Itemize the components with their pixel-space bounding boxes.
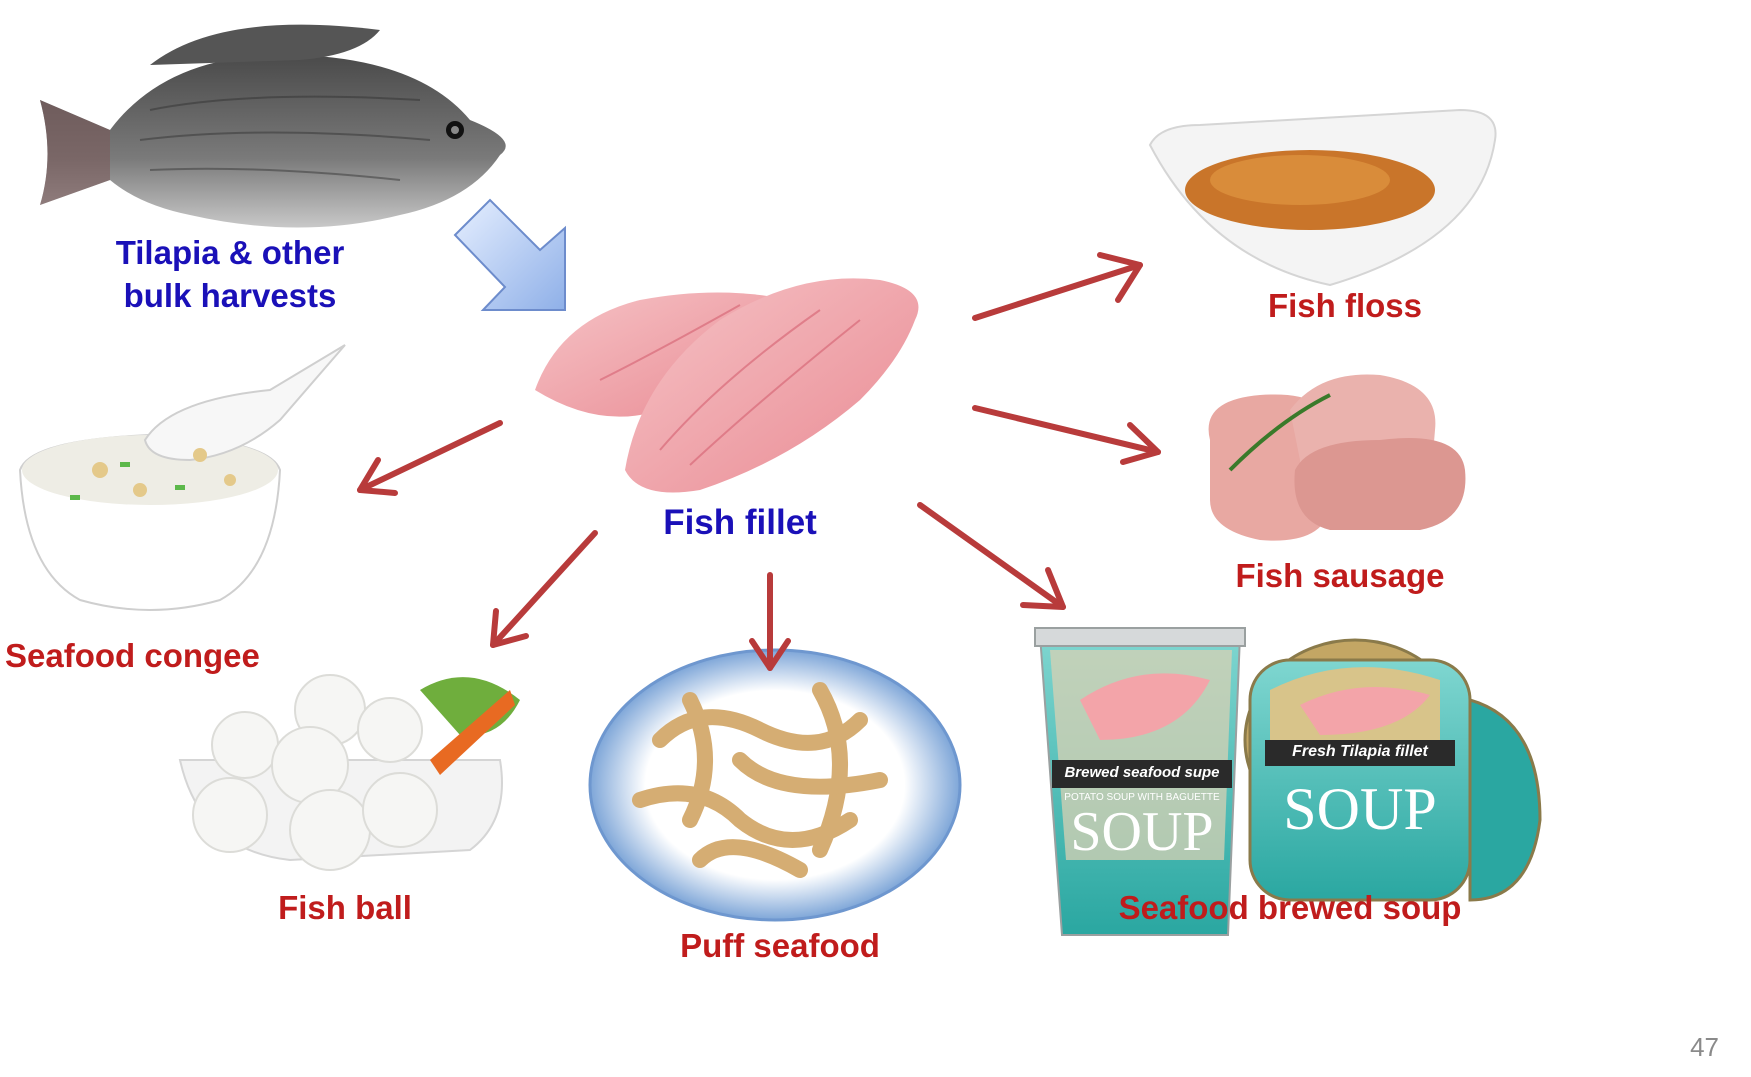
soup-cup-2-band: Fresh Tilapia fillet	[1267, 743, 1453, 761]
seafood-congee-image	[20, 345, 345, 610]
arrow-to-puff	[752, 575, 788, 668]
source-label-line2: bulk harvests	[80, 275, 380, 318]
arrow-to-floss	[975, 255, 1140, 318]
fish-fillet-image	[535, 278, 918, 492]
source-label: Tilapia & other bulk harvests	[80, 232, 380, 318]
arrow-to-soup	[920, 505, 1063, 607]
soup-cup-2-big: SOUP	[1270, 775, 1450, 844]
source-label-line1: Tilapia & other	[80, 232, 380, 275]
product-label-puff: Puff seafood	[660, 925, 900, 968]
product-label-ball: Fish ball	[245, 887, 445, 930]
fish-floss-image	[1150, 110, 1496, 285]
puff-seafood-image	[590, 650, 960, 920]
soup-cup-1-big: SOUP	[1062, 800, 1222, 864]
arrow-to-sausage	[975, 408, 1158, 462]
arrow-to-congee	[360, 423, 500, 493]
product-label-sausage: Fish sausage	[1200, 555, 1480, 598]
tilapia-image	[40, 25, 506, 228]
fish-ball-image	[180, 675, 520, 870]
arrow-to-ball	[493, 533, 595, 645]
product-label-soup: Seafood brewed soup	[1100, 887, 1480, 930]
center-label: Fish fillet	[640, 500, 840, 546]
fish-sausage-image	[1209, 374, 1466, 540]
soup-cup-2	[1245, 640, 1540, 900]
product-label-congee: Seafood congee	[5, 635, 265, 678]
page-number: 47	[1690, 1032, 1719, 1063]
blue-arrow	[455, 200, 565, 310]
soup-cup-1-band: Brewed seafood supe	[1054, 764, 1230, 781]
product-label-floss: Fish floss	[1230, 285, 1460, 328]
